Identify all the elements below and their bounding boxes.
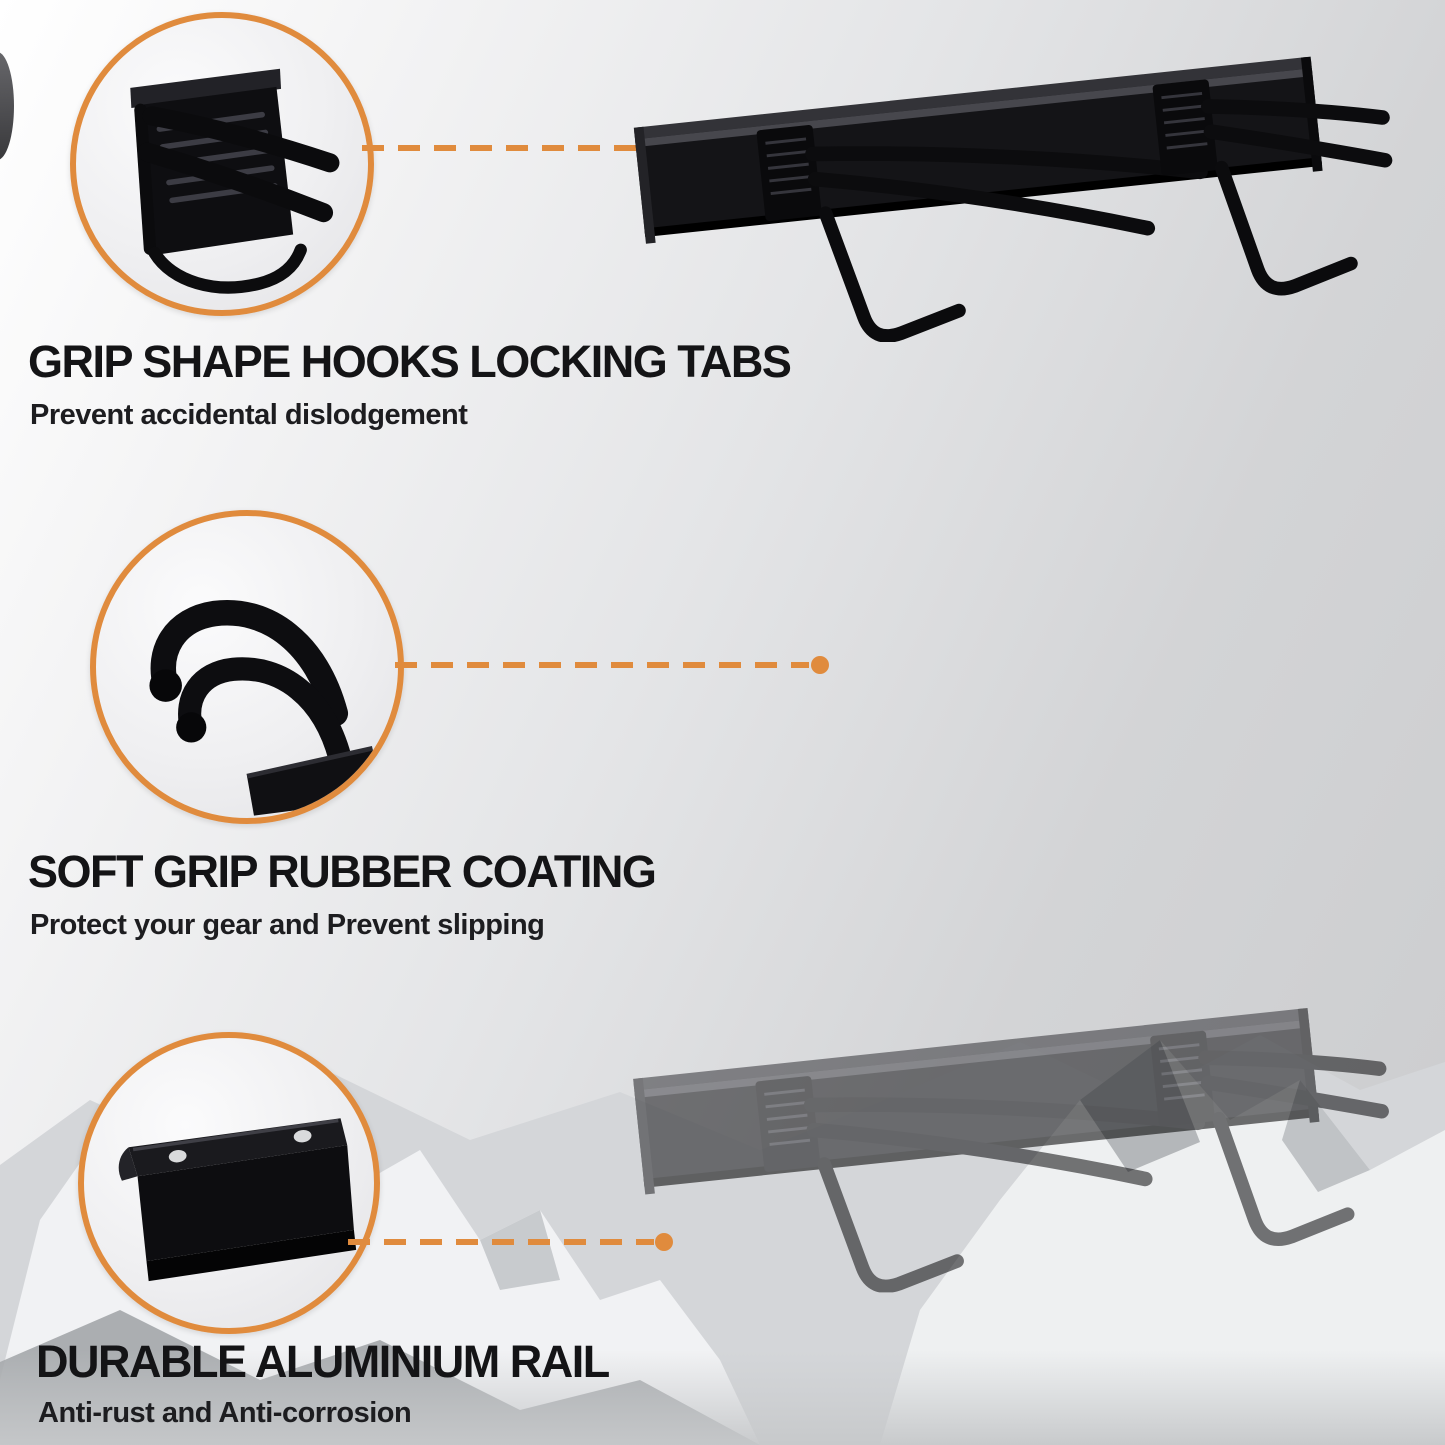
photo-edge-artifact [0, 52, 14, 160]
feature-locking-tabs: GRIP SHAPE HOOKS LOCKING TABS Prevent ac… [0, 0, 1445, 460]
feature-heading: SOFT GRIP RUBBER COATING [28, 846, 657, 897]
feature-subheading: Anti-rust and Anti-corrosion [38, 1397, 412, 1429]
connector-dot [655, 1233, 673, 1251]
feature-subheading: Prevent accidental dislodgement [30, 399, 468, 431]
feature-heading: GRIP SHAPE HOOKS LOCKING TABS [28, 336, 792, 387]
feature-aluminium-rail: DURABLE ALUMINIUM RAIL Anti-rust and Ant… [0, 980, 1445, 1445]
connector-dashed-line [395, 656, 829, 674]
product-rack-photo [602, 0, 1407, 342]
connector-dashed-line [348, 1233, 673, 1251]
feature-heading: DURABLE ALUMINIUM RAIL [36, 1336, 610, 1387]
rubber-coated-hook-tips-closeup-icon [90, 510, 404, 824]
connector-dot [811, 656, 829, 674]
aluminium-rail-profile-closeup-icon [78, 1032, 380, 1334]
feature-rubber-coating: SOFT GRIP RUBBER COATING Protect your ge… [0, 460, 1445, 980]
feature-subheading: Protect your gear and Prevent slipping [30, 909, 545, 941]
hook-locking-tabs-closeup-icon [70, 12, 374, 316]
